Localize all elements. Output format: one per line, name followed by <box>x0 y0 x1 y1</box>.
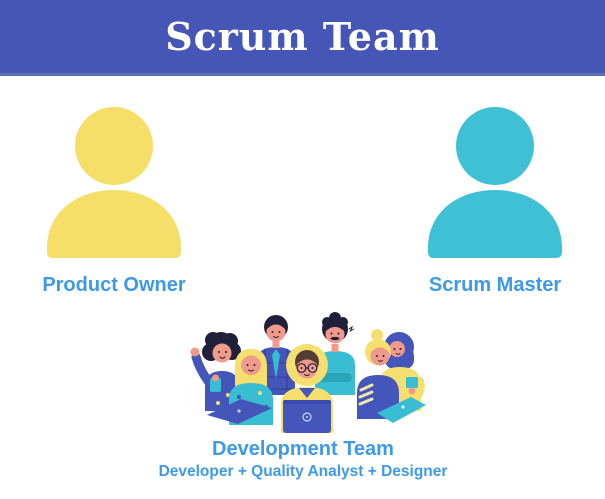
scrum-master-label: Scrum Master <box>428 274 562 296</box>
product-owner-label: Product Owner <box>42 274 186 296</box>
development-team-sublabel: Developer + Quality Analyst + Designer <box>158 463 448 480</box>
team-member-bun <box>356 329 426 423</box>
development-team-label: Development Team <box>212 438 394 460</box>
product-owner-section: Product Owner <box>38 106 190 297</box>
team-illustration-icon <box>190 312 426 433</box>
page-title: Scrum Team <box>165 14 440 59</box>
person-icon <box>47 107 181 258</box>
scrum-master-section: Scrum Master <box>419 106 571 297</box>
team-member-hoodie <box>280 344 333 433</box>
person-icon <box>428 107 562 258</box>
development-team-section: Development Team Developer + Quality Ana… <box>123 305 483 481</box>
header-banner: Scrum Team <box>0 0 605 76</box>
team-member-blonde <box>206 349 273 425</box>
